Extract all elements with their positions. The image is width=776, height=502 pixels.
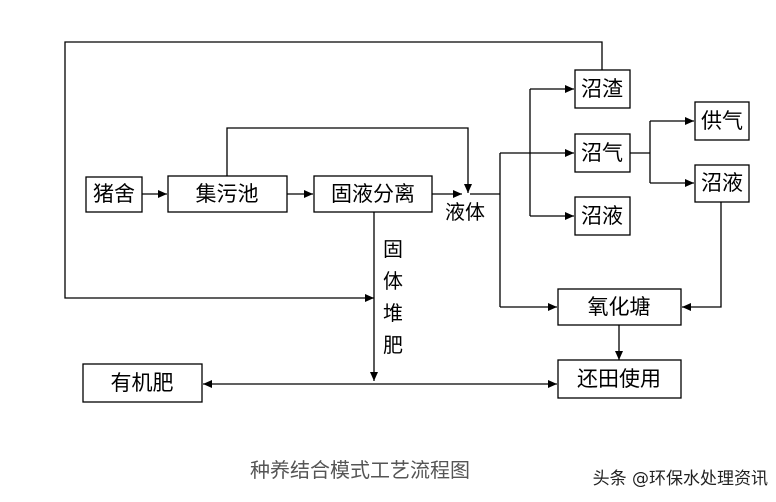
label-solid-compost-4: 肥	[383, 333, 403, 357]
diagram-caption: 种养结合模式工艺流程图	[250, 458, 470, 482]
label-liquid: 液体	[445, 200, 485, 224]
node-organic-fertilizer: 有机肥	[111, 371, 174, 395]
node-collection-pond: 集污池	[196, 182, 259, 206]
edge-slurry-to-oxidation	[682, 202, 722, 311]
node-oxidation-pond: 氧化塘	[588, 295, 651, 319]
box-biogas-slurry-right	[694, 164, 750, 203]
box-oxidation-pond	[557, 288, 682, 326]
label-solid-compost-1: 固	[383, 237, 403, 261]
box-biogas-slurry-mid	[574, 196, 631, 236]
box-biogas-residue	[574, 69, 631, 109]
watermark: 头条 @环保水处理资讯	[593, 469, 768, 489]
node-return-to-field: 还田使用	[577, 367, 661, 391]
label-solid-compost-3: 堆	[383, 301, 403, 325]
node-biogas-slurry-right: 沼液	[701, 171, 743, 195]
node-gas-supply: 供气	[701, 109, 743, 133]
box-return-to-field	[557, 359, 682, 399]
edge-residue-loop	[64, 41, 603, 302]
node-biogas-slurry-mid: 沼液	[581, 204, 623, 228]
edge-pond-to-liquid	[226, 127, 472, 193]
node-pig-house: 猪舍	[93, 182, 135, 206]
label-solid-compost-2: 体	[383, 269, 403, 293]
node-separation: 固液分离	[331, 182, 415, 206]
box-biogas	[574, 133, 631, 173]
box-pig-house	[85, 176, 143, 213]
box-collection-pond	[167, 175, 288, 213]
box-organic-fertilizer	[82, 363, 203, 403]
box-gas-supply	[694, 101, 750, 141]
node-biogas-residue: 沼渣	[581, 77, 623, 101]
node-biogas: 沼气	[581, 141, 623, 165]
box-separation	[313, 175, 433, 213]
